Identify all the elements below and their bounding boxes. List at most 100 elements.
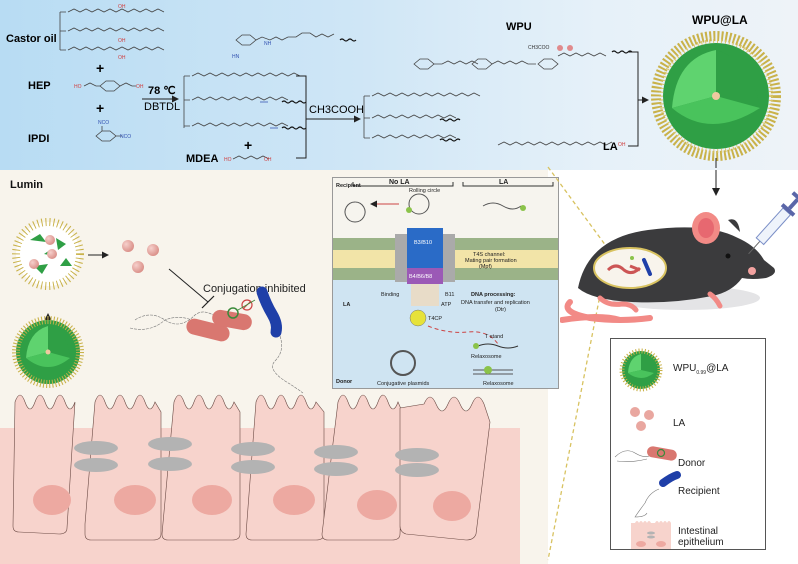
bracket <box>296 75 307 159</box>
ch3coo-label: CH3COO <box>528 45 550 51</box>
b11-label: B11 <box>445 292 454 298</box>
legend-donor-icon <box>614 446 677 462</box>
catalyst-label: DBTDL <box>144 101 180 113</box>
conjugation-label: Conjugation inhibited <box>203 283 306 295</box>
oh-label: OH <box>118 4 126 10</box>
tight-junctions <box>74 437 439 477</box>
legend-item-donor: Donor <box>678 458 706 469</box>
mouse-tail <box>560 299 653 323</box>
synthesis-panel: OH OH OH HO OH NCO NCO Castor oil + HEP … <box>0 0 798 170</box>
hep-structure <box>83 80 136 92</box>
dtr-label: (Dtr) <box>495 307 506 313</box>
polymer-chain <box>281 100 307 104</box>
oh-label: OH <box>618 142 626 148</box>
mouse-nose <box>748 267 756 275</box>
wpu-la-label: WPU@LA <box>692 13 748 27</box>
mouse-paw <box>597 291 723 313</box>
ho-label: HO <box>224 157 232 163</box>
relaxosome-label: Relaxosome <box>471 354 502 360</box>
mouse-ear-inner <box>698 218 714 238</box>
polymer-chain <box>439 118 461 122</box>
relaxosome-label: Relaxosome <box>483 381 514 387</box>
syringe-icon <box>748 191 798 255</box>
nuclei <box>33 485 471 521</box>
mdea-label: MDEA <box>186 153 218 165</box>
recipient-bacteria <box>256 286 304 394</box>
no-la-label: No LA <box>389 179 410 186</box>
temperature-label: 78 ℃ <box>148 85 176 97</box>
plus-sign: + <box>96 100 104 116</box>
mating-pair-label: Mating pair formation <box>465 258 517 264</box>
charge-marker <box>557 45 563 51</box>
intestinal-epithelium <box>0 394 520 564</box>
prepolymer-structure <box>183 32 335 129</box>
legend-suffix: @LA <box>706 363 729 374</box>
dna-processing-label: DNA processing: <box>471 292 516 298</box>
donor-bacteria <box>129 299 256 342</box>
legend-epithelium-icon <box>631 521 671 549</box>
wpu-la-nanoparticle <box>12 316 84 388</box>
ho-label: HO <box>74 84 82 90</box>
legend-recipient-icon <box>634 471 681 518</box>
oh-label: OH <box>118 38 126 44</box>
inhibition-bar <box>201 295 215 309</box>
legend-item-wpu-la: WPU0.99@LA <box>673 363 728 376</box>
polymer-chain <box>439 138 461 142</box>
mouse-illustration <box>560 170 798 323</box>
protein-b3b10: B3/B10 <box>414 240 432 246</box>
nh-label: NH <box>264 41 272 47</box>
plus-sign: + <box>96 60 104 76</box>
down-arrow-icon <box>712 188 720 196</box>
la-molecule <box>122 240 134 252</box>
la-label: LA <box>499 179 508 186</box>
gut-inset <box>593 247 667 289</box>
binding-label: Binding <box>381 292 399 298</box>
oh-label: OH <box>136 84 144 90</box>
legend-item-recipient: Recipient <box>678 486 720 497</box>
t-strand-label: T stand <box>485 334 503 340</box>
charge-marker <box>567 45 573 51</box>
legend-nanoparticle-icon <box>619 348 663 392</box>
mdea-structure <box>232 155 270 160</box>
recipient-label: Recipient <box>336 183 361 189</box>
bracket <box>628 51 639 147</box>
conjugative-plasmids-label: Conjugative plasmids <box>377 381 430 387</box>
ipdi-label: IPDI <box>28 133 49 145</box>
t4cp-label: T4CP <box>428 316 442 322</box>
legend-la-icon <box>630 407 654 431</box>
conjugation-mechanism-diagram: Recipient No LA LA Rolling circle T4S ch… <box>332 177 559 389</box>
degraded-nanoparticle <box>12 218 84 290</box>
lumen-title: Lumin <box>10 179 43 191</box>
castor-oil-structure <box>59 8 165 51</box>
t4s-channel-label: T4S channel: <box>473 252 506 258</box>
oh-label: OH <box>264 157 272 163</box>
polymer-chain <box>281 126 307 130</box>
oh-label: OH <box>118 55 126 61</box>
acid-label: CH3COOH <box>309 104 364 116</box>
ipdi-structure <box>95 126 122 142</box>
la-molecule <box>147 244 159 256</box>
plus-sign: + <box>244 137 252 153</box>
polymer-chain <box>339 38 357 42</box>
legend-item-epithelium: Intestinal epithelium <box>678 526 724 548</box>
legend-item-la: LA <box>673 418 686 429</box>
rolling-circle-label: Rolling circle <box>409 188 440 194</box>
wpu-label: WPU <box>506 21 532 33</box>
wpu-la-nanoparticle <box>651 31 781 161</box>
hn-label: HN <box>232 54 240 60</box>
mpf-label: (Mpf) <box>479 264 492 270</box>
protein-b4b6b8: B4/B6/B8 <box>409 274 432 280</box>
donor-label: Donor <box>336 379 353 385</box>
legend-label: WPU <box>673 363 697 374</box>
mouse-eye <box>725 253 731 259</box>
castor-oil-label: Castor oil <box>6 33 57 45</box>
legend-subscript: 0.99 <box>696 370 707 376</box>
la-structure <box>497 141 613 146</box>
inhibition-line <box>168 268 209 303</box>
atp-label: ATP <box>441 302 452 308</box>
legend: WPU0.99@LA LA Donor Recipient Intestinal… <box>610 338 766 550</box>
nco-label: NCO <box>98 120 109 126</box>
nco-label: NCO <box>120 134 131 140</box>
hep-label: HEP <box>28 80 51 92</box>
la-label: LA <box>603 141 618 153</box>
